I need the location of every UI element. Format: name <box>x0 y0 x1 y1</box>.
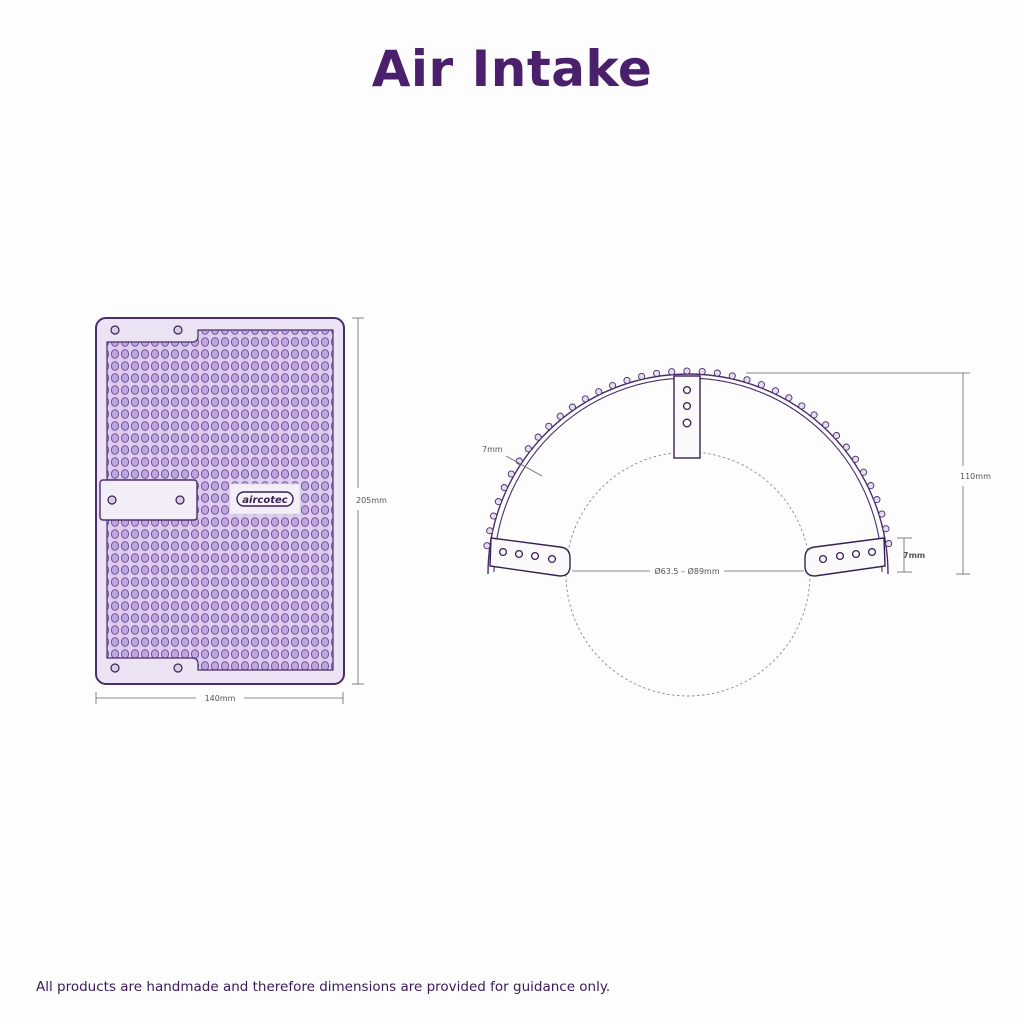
mesh-bead <box>873 496 881 504</box>
mesh-bead <box>489 512 498 520</box>
mesh-bead <box>771 387 779 395</box>
mesh-bead <box>882 525 890 533</box>
mesh-bead <box>494 498 502 506</box>
grille-mesh-area <box>106 329 334 671</box>
height-label: 205mm <box>356 496 387 505</box>
width-label: 140mm <box>205 694 236 703</box>
mesh-bead <box>483 542 491 550</box>
mesh-bead <box>698 367 706 376</box>
mesh-bead <box>757 381 765 389</box>
disclaimer-text: All products are handmade and therefore … <box>36 979 611 995</box>
left-tab <box>489 537 571 577</box>
screw-icon <box>175 495 185 505</box>
mesh-bead <box>743 376 751 384</box>
mesh-bead <box>653 369 661 377</box>
mesh-bead <box>507 470 515 478</box>
mesh-bead <box>785 394 793 402</box>
mesh-bead <box>568 403 576 411</box>
bolt-hole-icon <box>514 549 524 559</box>
screw-icon <box>110 663 120 673</box>
mesh-bead <box>810 411 818 419</box>
mesh-bead <box>713 369 721 377</box>
bolt-hole-icon <box>682 385 692 395</box>
mesh-bead <box>638 372 646 380</box>
bolt-hole-icon <box>851 549 861 559</box>
mesh-bead <box>595 388 603 396</box>
mesh-bead <box>885 540 893 548</box>
height-dimension <box>352 317 364 685</box>
brand-logo: aircotec <box>242 495 287 506</box>
mesh-bead <box>822 421 830 429</box>
mesh-bead <box>581 395 589 403</box>
mesh-bead <box>668 368 676 376</box>
mesh-bead <box>556 412 564 420</box>
clamp-view: Ø63.5 – Ø89mm 7mm 7mm 110mm <box>482 367 991 697</box>
mesh-bead <box>832 432 841 440</box>
bolt-hole-icon <box>682 401 692 411</box>
clamp-height-label: 110mm <box>960 472 991 481</box>
bolt-hole-icon <box>547 554 557 564</box>
page-title: Air Intake <box>371 40 653 98</box>
thickness-label: 7mm <box>482 445 503 454</box>
grille-view: aircotec 140mm 205mm <box>95 317 387 704</box>
grille-mounting-plate <box>99 479 198 521</box>
mesh-bead <box>878 510 886 518</box>
screw-icon <box>173 663 183 673</box>
screw-icon <box>110 325 120 335</box>
mesh-bead <box>623 376 631 384</box>
mesh-bead <box>851 455 860 463</box>
width-dimension <box>95 692 344 704</box>
bolt-hole-icon <box>498 547 508 557</box>
diameter-label: Ø63.5 – Ø89mm <box>654 566 719 576</box>
bolt-hole-icon <box>835 551 845 561</box>
thickness-leader <box>505 455 543 477</box>
mesh-bead <box>524 445 532 453</box>
screw-icon <box>107 495 117 505</box>
right-tab <box>804 537 886 577</box>
mesh-bead <box>486 527 494 535</box>
mesh-bead <box>545 422 553 430</box>
mesh-bead <box>867 482 875 490</box>
tab-label: 7mm <box>903 551 925 560</box>
mesh-bead <box>842 443 850 451</box>
mesh-bead <box>609 381 617 390</box>
mesh-bead <box>798 402 806 410</box>
mesh-bead <box>534 433 542 441</box>
mesh-bead <box>683 367 691 375</box>
mesh-bead <box>500 484 508 492</box>
mesh-bead <box>728 372 736 380</box>
clamp-height-dimension <box>746 372 970 575</box>
tab-dimension <box>897 537 912 573</box>
mesh-bead <box>860 468 868 476</box>
clamp-mesh-edge <box>483 367 893 550</box>
bolt-hole-icon <box>867 547 877 557</box>
screw-icon <box>173 325 183 335</box>
bolt-hole-icon <box>530 551 540 561</box>
bolt-hole-icon <box>818 554 828 564</box>
top-bracket <box>673 375 701 459</box>
bolt-hole-icon <box>682 418 692 428</box>
